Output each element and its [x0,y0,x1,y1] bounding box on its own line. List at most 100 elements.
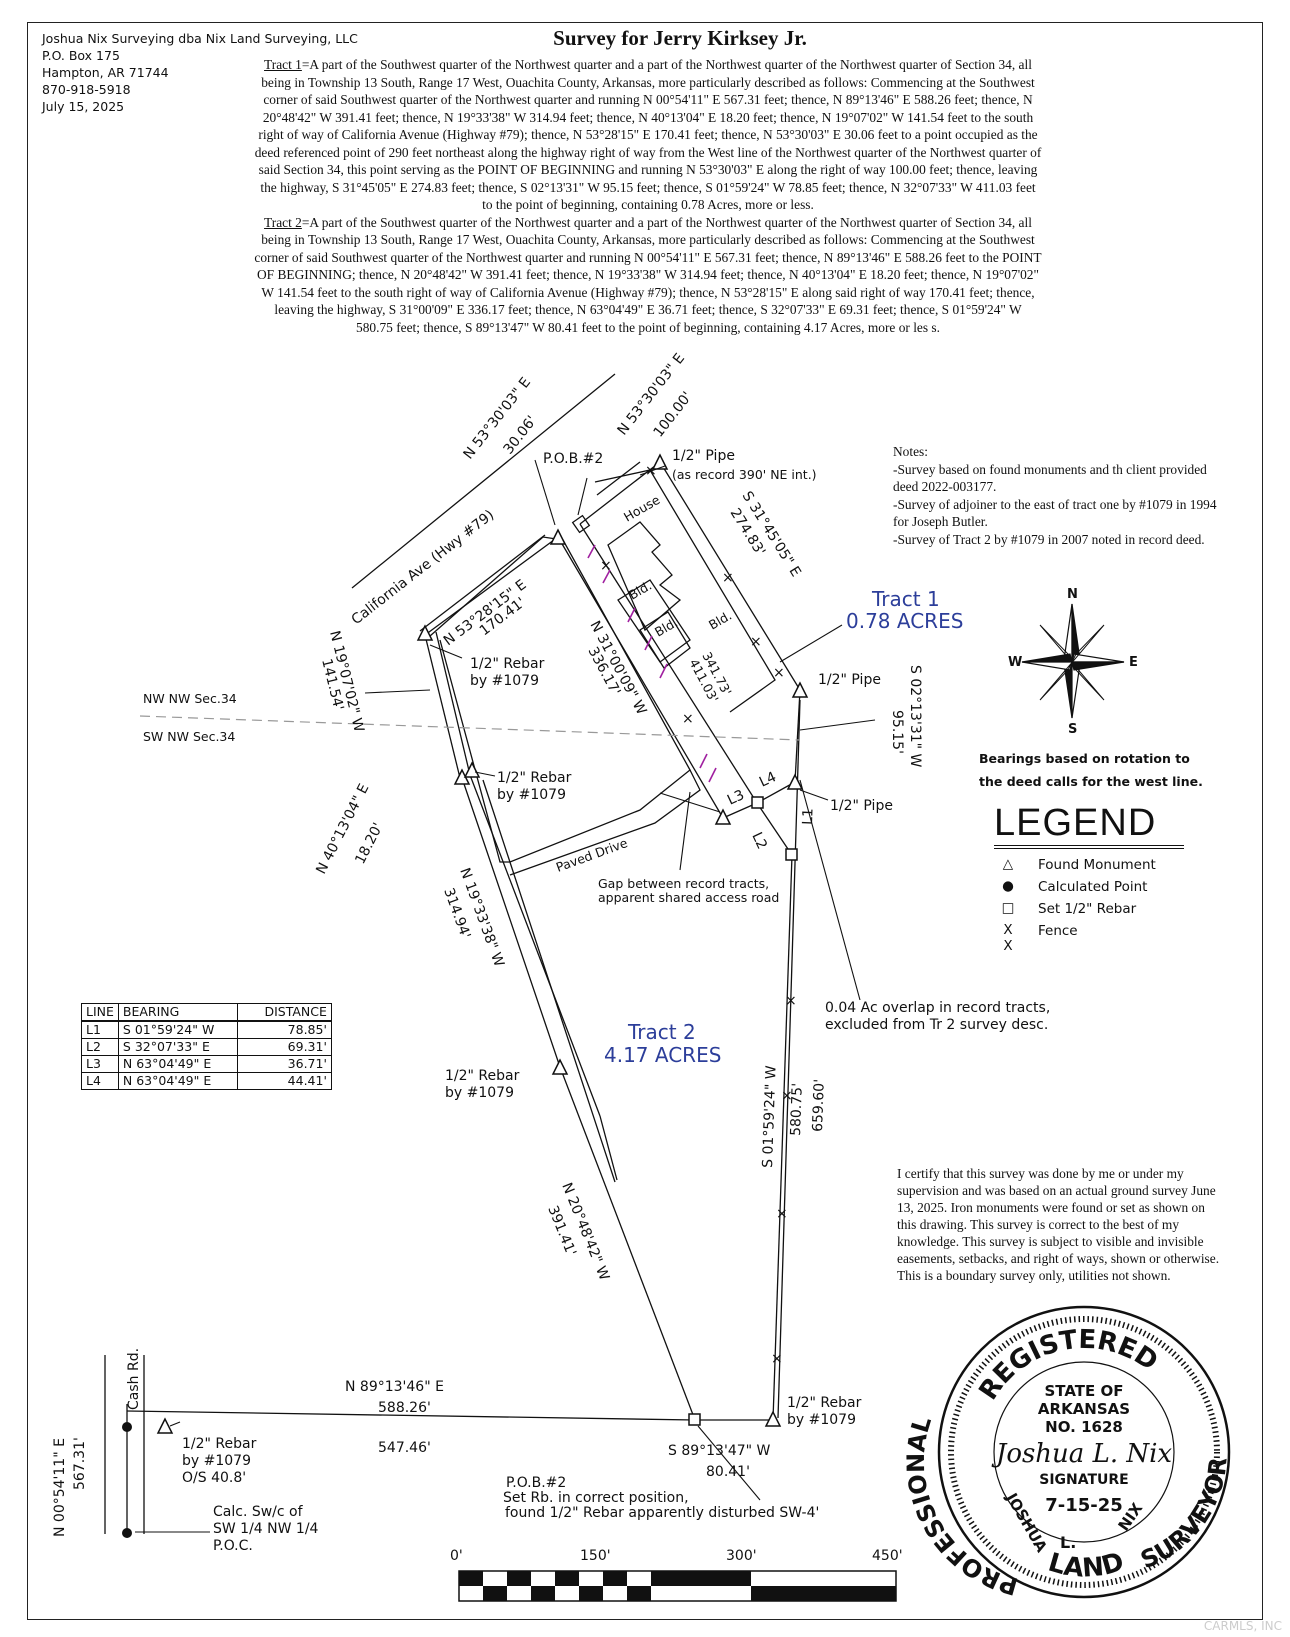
tract2-line-3: OF BEGINNING; thence, N 20°48'42" W 391.… [257,267,1039,282]
line-label-L3: L3 [725,787,747,809]
found-monument-icon [416,624,434,641]
bearing-588: N 89°13'46" E [345,1379,444,1395]
highway-north-line [351,373,616,589]
seal-number: NO. 1628 [1045,1418,1123,1436]
seal-state: STATE OF [1044,1382,1123,1400]
firm-info: Joshua Nix Surveying dba Nix Land Survey… [42,30,358,115]
north-arrow-icon: N S E W [1008,587,1138,737]
line-label-L4: L4 [757,769,779,791]
found-monument-icon [786,773,804,790]
set-rebar-icon [751,796,764,809]
leaders [135,459,876,1533]
notes-line-2: deed 2022-003177. [893,479,997,494]
building-label: Bld. [706,608,734,633]
tract1-line-3: 20°48'42" W 391.41 feet; thence, N 19°33… [262,109,1034,125]
notes-line-1: -Survey based on found monuments and th … [893,461,1207,477]
set-rebar-icon [688,1413,701,1426]
found-monument-icon [156,1417,174,1434]
building-label: Bld. [626,578,654,603]
overlap-hatch [587,544,717,783]
legend-item: △ Found Monument [994,855,1184,877]
scale-bar: 0' 150' 300' 450' [450,1548,903,1602]
legend-item: ●Calculated Point [994,877,1184,899]
certification: I certify that this survey was done by m… [897,1165,1267,1284]
found-monument-icon [651,453,669,470]
boundary-580 [772,854,793,1421]
legend: LEGEND △ Found Monument ●Calculated Point… [994,802,1184,954]
notes-line-0: Notes: [893,444,928,459]
svg-text:×: × [776,1206,788,1222]
firm-po-box: P.O. Box 175 [42,48,120,63]
bearing-95: S 02°13'31" W [907,665,923,768]
table-cell: N 63°04'49" E [117,1072,238,1090]
svg-text:×: × [771,1351,783,1367]
legend-rule [994,845,1184,849]
highway-south-line [419,534,546,632]
svg-text:×: × [722,570,734,586]
tract2-line-1: being in Township 13 South, Range 17 Wes… [261,232,1035,247]
drive-outline [429,536,691,863]
found-monument-icon [551,1058,569,1075]
rebar-os-label: O/S 40.8' [182,1470,246,1486]
set-rebar-icon: □ [1001,900,1015,916]
scale-label: 150' [580,1548,611,1564]
boundary-274 [659,461,801,691]
fence-line-west [599,1115,618,1181]
distance-547: 547.46' [378,1440,431,1456]
legal-description: Tract 1=A part of the Southwest quarter … [183,56,1113,336]
seal-first-name: JOSHUA [1002,1489,1051,1556]
building-outline [639,611,691,669]
surveyor-seal: REGISTERED PROFESSIONAL LAND SURVEYOR ST… [902,1305,1233,1600]
tract1-line-5: deed referenced point of 290 feet northe… [254,144,1042,160]
found-monument-icon [463,761,481,778]
legend-label: Found Monument [1038,857,1156,873]
cert-line-6: This is a boundary survey only, utilitie… [897,1268,1171,1283]
scale-label: 450' [872,1548,903,1564]
seal-land: LAND [1045,1547,1128,1584]
tract1-line-1: being in Township 13 South, Range 17 Wes… [261,74,1035,90]
cert-line-1: supervision and was based on an actual g… [897,1183,1216,1198]
section-line [139,715,801,741]
distance-588: 588.26' [378,1400,431,1416]
found-monument-icon: △ [1002,856,1014,872]
rebar-label: 1/2" Rebar [787,1395,862,1411]
legend-title: LEGEND [994,802,1157,844]
boundary-336 [557,536,724,819]
tract2-line-5: leaving the highway, S 31°00'09" E 336.1… [274,302,1022,317]
house-label: House [621,492,663,525]
rebar-label: 1/2" Rebar [445,1068,520,1084]
pob2-bottom: found 1/2" Rebar apparently disturbed SW… [505,1505,819,1521]
legend-label: Fence [1038,923,1078,939]
pipe-low-label: 1/2" Pipe [830,798,893,814]
section-label-nw: NW NW Sec.34 [143,691,237,706]
rebar-label: by #1079 [787,1412,856,1428]
pipe-top: 1/2" Pipe [672,448,735,464]
tract2-label: Tract 2 [264,214,302,230]
legend-item: □Set 1/2" Rebar [994,899,1184,921]
table-header: DISTANCE [236,1003,332,1022]
scale-label: 0' [450,1548,463,1564]
line-label-L2: L2 [748,830,770,852]
tract2-line-6: 580.75 feet; thence, S 89°13'47" W 80.41… [356,319,940,335]
notes-line-5: -Survey of Tract 2 by #1079 in 2007 note… [893,531,1205,547]
pipe-top-sub: (as record 390' NE int.) [672,467,817,482]
poc-note: Calc. Sw/c of [213,1504,304,1520]
firm-city: Hampton, AR 71744 [42,65,169,80]
tract1-label: Tract 1 [264,57,302,72]
calculated-point-icon [122,1422,132,1432]
tract1-line-0: Tract 1=A part of the Southwest quarter … [264,57,1032,72]
bearing-100: N 53°30'03" E [615,351,689,439]
table-header: LINE [81,1003,119,1022]
calculated-point-icon: ● [1002,878,1014,894]
table-header-row: LINE BEARING DISTANCE [81,1003,332,1022]
boundary-314 [461,777,561,1068]
distance-18: 18.20' [352,820,386,866]
notes-line-3: -Survey of adjoiner to the east of tract… [893,496,1217,512]
paved-drive-edge [509,769,701,876]
tract2-area: 4.17 ACRES [604,1043,721,1067]
set-rebar-icon [785,848,798,861]
bearing-note-line-0: Bearings based on rotation to [979,751,1190,766]
